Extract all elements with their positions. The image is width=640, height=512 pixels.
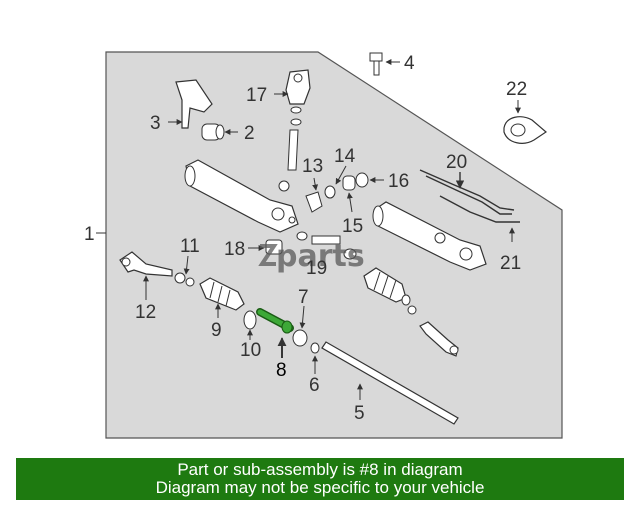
part-10-clamp xyxy=(243,310,257,340)
watermark-logo xyxy=(258,244,278,266)
callout-18: 18 xyxy=(224,239,245,260)
callout-11: 11 xyxy=(180,236,200,257)
callout-20: 20 xyxy=(446,152,467,173)
parts-13-16-seals xyxy=(305,165,384,213)
part-11-nut xyxy=(174,255,195,287)
part-2-bushing xyxy=(201,123,238,141)
rack-housing-upper xyxy=(184,159,299,233)
callout-16: 16 xyxy=(388,171,409,192)
part-7-bushing xyxy=(292,305,308,347)
part-9-boot xyxy=(199,277,245,318)
callout-1: 1 xyxy=(84,224,95,245)
callout-6: 6 xyxy=(309,375,320,396)
part-17-valve-housing xyxy=(274,69,311,171)
right-boot xyxy=(363,267,417,315)
callout-13: 13 xyxy=(302,156,323,177)
callout-4: 4 xyxy=(404,53,415,74)
callout-19: 19 xyxy=(306,258,327,279)
info-banner: Part or sub-assembly is #8 in diagram Di… xyxy=(16,458,624,500)
callout-8: 8 xyxy=(276,360,287,381)
callout-9: 9 xyxy=(211,320,222,341)
banner-line-1: Part or sub-assembly is #8 in diagram xyxy=(177,460,463,479)
callout-15: 15 xyxy=(342,216,363,237)
part-5-rack-bar xyxy=(321,341,459,425)
callout-10: 10 xyxy=(240,340,261,361)
right-tie-rod-end xyxy=(419,321,459,357)
callout-17: 17 xyxy=(246,85,267,106)
part-22-cover xyxy=(503,100,547,144)
callout-21: 21 xyxy=(500,253,521,274)
part-20-tubes xyxy=(419,169,520,223)
part-4-bolt xyxy=(369,52,400,76)
part-6-ring xyxy=(310,342,320,374)
part-8-inner-tie-rod xyxy=(256,308,294,358)
part-3-bracket xyxy=(168,79,213,129)
callout-3: 3 xyxy=(150,113,161,134)
callout-5: 5 xyxy=(354,403,365,424)
part-12-tie-rod-end xyxy=(119,251,173,300)
callout-12: 12 xyxy=(135,302,156,323)
banner-line-2: Diagram may not be specific to your vehi… xyxy=(155,478,485,497)
callout-22: 22 xyxy=(506,79,527,100)
callout-7: 7 xyxy=(298,287,309,308)
rack-housing-right xyxy=(372,201,515,271)
watermark: parts xyxy=(276,239,365,274)
callout-14: 14 xyxy=(334,146,356,167)
callout-2: 2 xyxy=(244,123,255,144)
